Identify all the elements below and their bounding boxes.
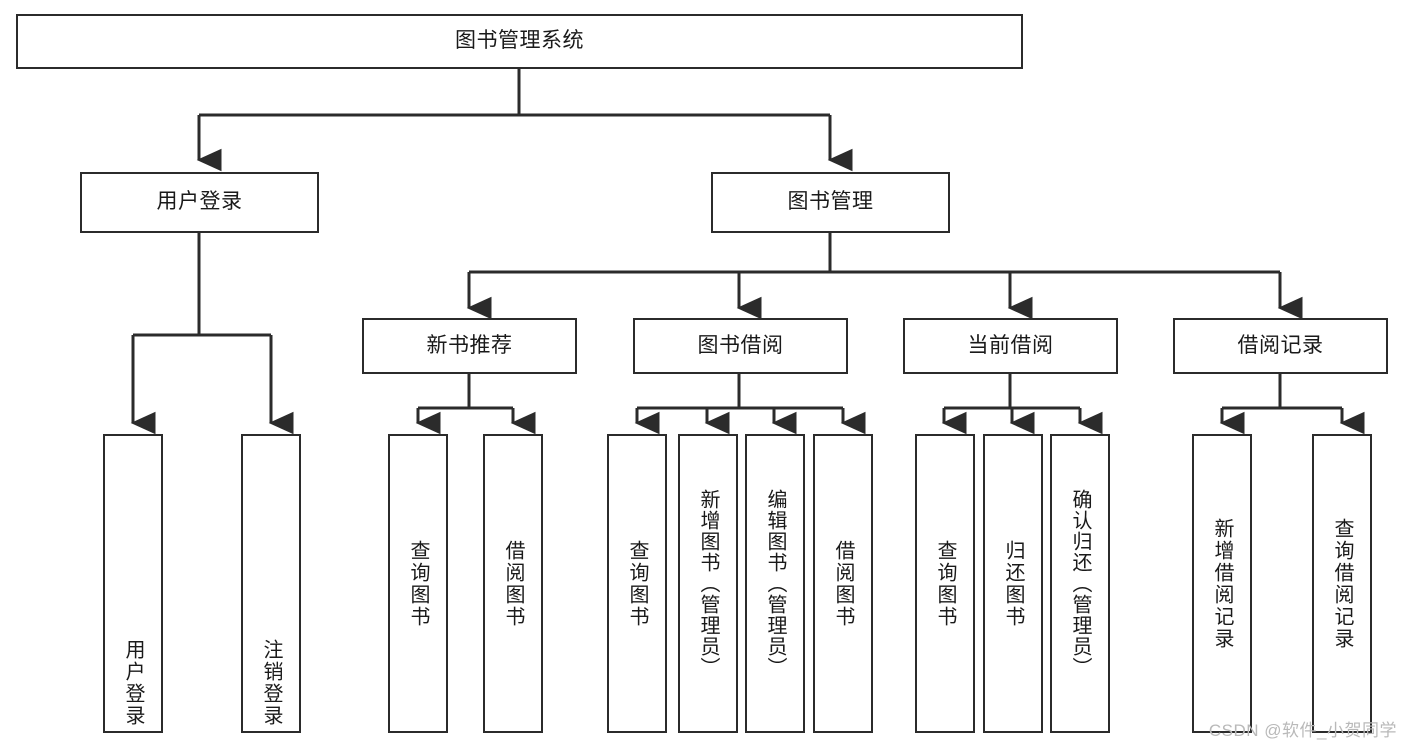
node-leaf-edit-book-admin[interactable]: 编辑图书（管理员） — [745, 434, 805, 733]
node-borrow-record[interactable]: 借阅记录 — [1173, 318, 1388, 374]
node-label: 查询图书 — [934, 539, 956, 628]
node-label: 用户登录 — [122, 639, 144, 727]
node-label: 借阅图书 — [832, 539, 854, 628]
node-leaf-borrow-book[interactable]: 借阅图书 — [813, 434, 873, 733]
node-label: 归还图书 — [1002, 539, 1024, 628]
node-label: 编辑图书（管理员） — [764, 489, 786, 678]
node-label: 新增借阅记录 — [1211, 517, 1233, 650]
node-leaf-user-login[interactable]: 用户登录 — [103, 434, 163, 733]
node-label: 图书管理 — [787, 190, 874, 214]
node-leaf-add-borrow-record[interactable]: 新增借阅记录 — [1192, 434, 1252, 733]
node-label: 新书推荐 — [426, 333, 513, 357]
node-label: 注销登录 — [260, 639, 282, 727]
node-current-borrow[interactable]: 当前借阅 — [903, 318, 1118, 374]
node-label: 用户登录 — [156, 190, 243, 214]
node-label: 确认归还（管理员） — [1069, 489, 1091, 678]
node-label: 查询图书 — [407, 539, 429, 628]
node-book-borrow[interactable]: 图书借阅 — [633, 318, 848, 374]
node-label: 新增图书（管理员） — [697, 489, 719, 678]
node-leaf-query-book-borrow[interactable]: 查询图书 — [607, 434, 667, 733]
node-leaf-query-book-recommend[interactable]: 查询图书 — [388, 434, 448, 733]
node-leaf-return-book[interactable]: 归还图书 — [983, 434, 1043, 733]
node-book-management[interactable]: 图书管理 — [711, 172, 950, 233]
node-leaf-add-book-admin[interactable]: 新增图书（管理员） — [678, 434, 738, 733]
node-user-login[interactable]: 用户登录 — [80, 172, 319, 233]
node-leaf-query-borrow-record[interactable]: 查询借阅记录 — [1312, 434, 1372, 733]
node-leaf-query-book-current[interactable]: 查询图书 — [915, 434, 975, 733]
node-new-book-recommend[interactable]: 新书推荐 — [362, 318, 577, 374]
node-label: 查询借阅记录 — [1331, 517, 1353, 650]
node-leaf-borrow-book-recommend[interactable]: 借阅图书 — [483, 434, 543, 733]
node-label: 借阅图书 — [502, 539, 524, 628]
node-leaf-logout[interactable]: 注销登录 — [241, 434, 301, 733]
node-label: 图书管理系统 — [455, 29, 584, 53]
node-label: 图书借阅 — [697, 333, 784, 357]
node-label: 借阅记录 — [1237, 333, 1324, 357]
node-label: 查询图书 — [626, 539, 648, 628]
node-label: 当前借阅 — [967, 333, 1054, 357]
node-root-book-management-system[interactable]: 图书管理系统 — [16, 14, 1023, 69]
node-leaf-confirm-return-admin[interactable]: 确认归还（管理员） — [1050, 434, 1110, 733]
